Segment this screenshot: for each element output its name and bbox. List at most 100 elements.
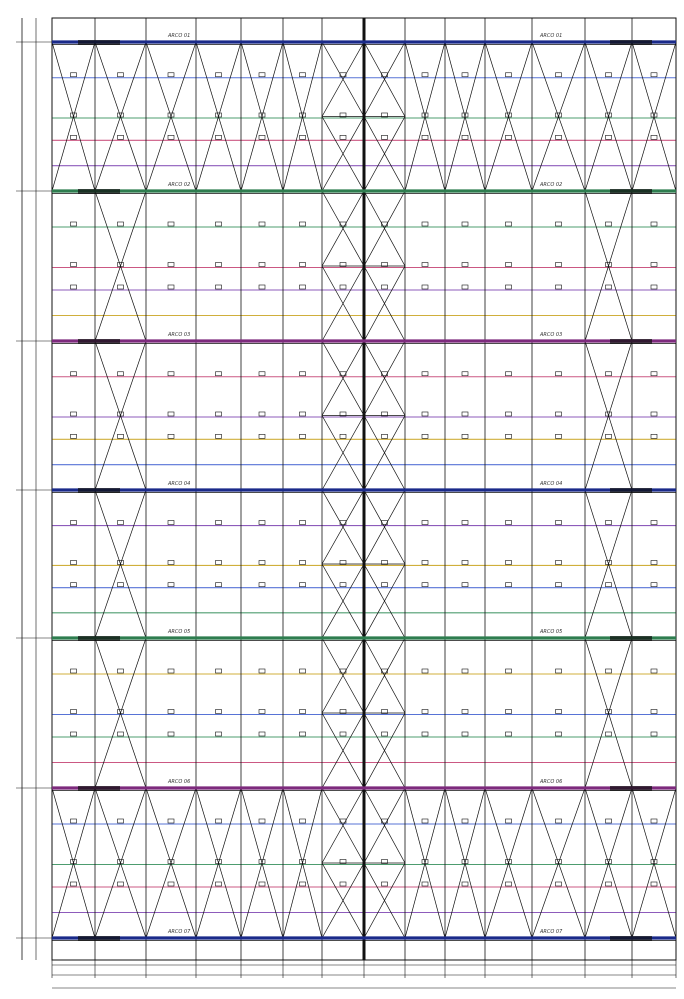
member-mark xyxy=(381,72,388,78)
member-mark xyxy=(258,859,266,864)
member-mark xyxy=(555,112,562,118)
arch-label-left: ARCO 05 xyxy=(167,629,190,635)
bracing-x-end-bay xyxy=(282,41,323,192)
member-mark xyxy=(505,582,512,587)
bracing-x-side-bay xyxy=(94,340,147,491)
member-mark xyxy=(167,434,175,439)
member-mark xyxy=(505,284,512,290)
bracing-x-end-bay xyxy=(145,787,197,939)
member-mark xyxy=(339,135,347,140)
member-mark xyxy=(605,262,612,267)
bracing-x-ridge xyxy=(321,116,365,192)
arch-label-left: ARCO 03 xyxy=(167,332,190,338)
arch-end-plate xyxy=(610,636,652,641)
member-mark xyxy=(70,371,77,377)
member-mark xyxy=(117,221,124,227)
bracing-x-end-bay xyxy=(484,787,533,939)
member-mark xyxy=(258,560,266,565)
member-mark xyxy=(421,582,429,587)
bracing-x-ridge xyxy=(321,190,365,267)
bracing-x-ridge xyxy=(321,712,365,789)
member-mark xyxy=(258,72,266,78)
member-mark xyxy=(381,284,388,290)
arch-end-plate xyxy=(610,786,652,791)
member-mark xyxy=(505,262,512,267)
member-mark xyxy=(117,284,124,290)
member-mark xyxy=(167,371,175,377)
member-mark xyxy=(167,881,175,887)
member-mark xyxy=(605,668,612,674)
arch-end-plate xyxy=(78,786,120,791)
bracing-x-side-bay xyxy=(94,489,147,639)
bracing-x-end-bay xyxy=(531,787,586,939)
member-mark xyxy=(461,262,469,267)
member-mark xyxy=(117,135,124,140)
member-mark xyxy=(605,434,612,439)
member-mark xyxy=(605,284,612,290)
member-mark xyxy=(339,262,347,267)
member-mark xyxy=(505,434,512,439)
arch-end-plate xyxy=(78,339,120,344)
member-mark xyxy=(505,709,512,714)
member-mark xyxy=(381,859,388,864)
arch-end-plate xyxy=(78,636,120,641)
member-mark xyxy=(167,284,175,290)
member-mark xyxy=(421,371,429,377)
member-mark xyxy=(650,72,658,78)
member-mark xyxy=(605,520,612,525)
member-mark xyxy=(505,859,512,864)
member-mark xyxy=(605,859,612,864)
bracing-x-end-bay xyxy=(240,41,284,192)
bracing-x-end-bay xyxy=(531,41,586,192)
member-mark xyxy=(421,221,429,227)
member-mark xyxy=(215,709,222,714)
bracing-x-end-bay xyxy=(444,787,486,939)
bracing-x-end-bay xyxy=(240,787,284,939)
member-mark xyxy=(215,221,222,227)
member-mark xyxy=(555,731,562,737)
member-mark xyxy=(605,881,612,887)
bracing-x-end-bay xyxy=(282,787,323,939)
member-mark xyxy=(117,731,124,737)
bracing-x-side-bay xyxy=(584,637,633,789)
arch-lines xyxy=(52,40,676,941)
member-mark xyxy=(117,709,124,714)
member-mark xyxy=(258,731,266,737)
member-mark xyxy=(299,411,306,417)
member-mark xyxy=(167,560,175,565)
bracing-x-ridge xyxy=(363,190,406,267)
member-mark xyxy=(461,371,469,377)
member-mark xyxy=(555,411,562,417)
member-mark xyxy=(70,262,77,267)
member-mark xyxy=(70,221,77,227)
member-mark xyxy=(167,72,175,78)
bracing-x-ridge xyxy=(363,712,406,789)
arch-label-left: ARCO 02 xyxy=(167,182,190,188)
member-mark xyxy=(605,818,612,824)
member-mark xyxy=(70,72,77,78)
member-mark xyxy=(505,135,512,140)
member-mark xyxy=(650,560,658,565)
arch-label-left: ARCO 06 xyxy=(167,779,190,785)
member-mark xyxy=(299,859,306,864)
bracing-x-end-bay xyxy=(94,41,147,192)
bracing-x-ridge xyxy=(363,787,406,864)
member-mark xyxy=(605,112,612,118)
member-mark xyxy=(339,72,347,78)
member-mark xyxy=(299,221,306,227)
member-mark xyxy=(117,818,124,824)
member-mark xyxy=(70,881,77,887)
member-mark xyxy=(381,221,388,227)
bracing-x-ridge xyxy=(363,340,406,416)
bracing-x-end-bay xyxy=(484,41,533,192)
member-mark xyxy=(70,859,77,864)
member-mark xyxy=(555,221,562,227)
member-mark xyxy=(339,709,347,714)
member-mark xyxy=(167,135,175,140)
member-mark xyxy=(215,434,222,439)
bracing-x-ridge xyxy=(363,265,406,342)
member-mark xyxy=(258,221,266,227)
member-mark xyxy=(421,668,429,674)
member-mark xyxy=(167,411,175,417)
